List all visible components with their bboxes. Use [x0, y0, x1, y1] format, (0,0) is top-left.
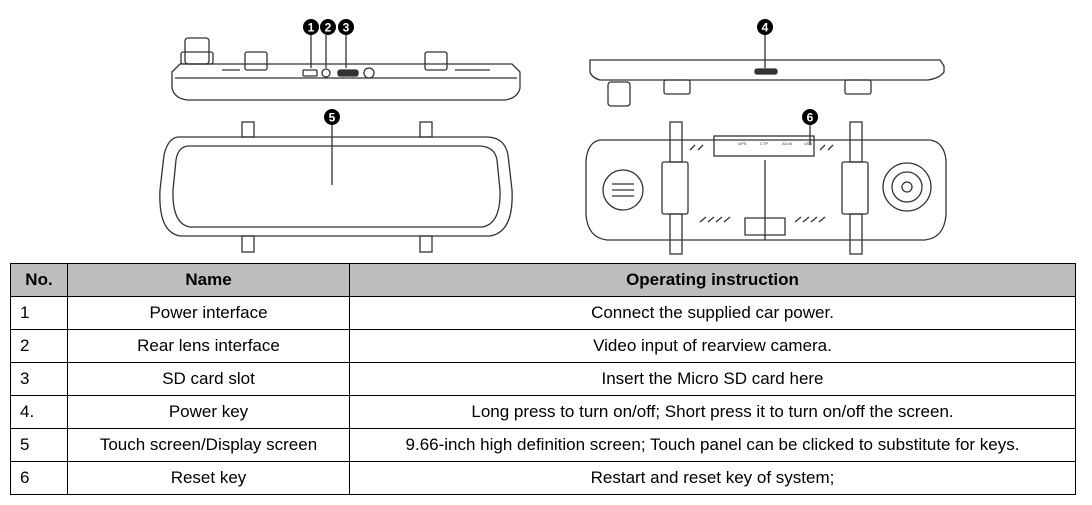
port-label-gps: GPS: [738, 141, 747, 146]
side-view-drawing: [589, 35, 945, 107]
cell-name: Rear lens interface: [67, 329, 350, 363]
callout-5-number: 5: [329, 111, 336, 125]
callout-6: 6: [802, 109, 818, 125]
cell-name: SD card slot: [67, 362, 350, 396]
cell-instruction: Video input of rearview camera.: [349, 329, 1076, 363]
callout-1: 1: [303, 19, 319, 35]
cell-instruction: Restart and reset key of system;: [349, 461, 1076, 495]
spec-table: No. Name Operating instruction 1 Power i…: [10, 263, 1076, 495]
callout-4: 4: [757, 19, 773, 35]
cell-name: Power key: [67, 395, 350, 429]
table-row: 4. Power key Long press to turn on/off; …: [10, 395, 1076, 429]
table-header-row: No. Name Operating instruction: [10, 263, 1076, 297]
callout-3: 3: [338, 19, 354, 35]
cell-name: Reset key: [67, 461, 350, 495]
cell-no: 5: [10, 428, 68, 462]
device-diagram: GPS CTP AV-IN USB 1 2 3 4 5 6: [159, 19, 947, 255]
callout-4-number: 4: [762, 21, 769, 35]
cell-no: 4.: [10, 395, 68, 429]
cell-name: Touch screen/Display screen: [67, 428, 350, 462]
column-header-name: Name: [67, 263, 350, 297]
callout-6-number: 6: [807, 111, 814, 125]
column-header-no: No.: [10, 263, 68, 297]
port-label-usb: USB: [804, 141, 813, 146]
cell-instruction: Insert the Micro SD card here: [349, 362, 1076, 396]
callout-2-number: 2: [325, 21, 332, 35]
cell-name: Power interface: [67, 296, 350, 330]
back-view-drawing: [585, 121, 947, 255]
top-view-drawing: [171, 37, 521, 101]
cell-no: 6: [10, 461, 68, 495]
callout-2: 2: [320, 19, 336, 35]
cell-no: 3: [10, 362, 68, 396]
table-row: 3 SD card slot Insert the Micro SD card …: [10, 362, 1076, 396]
cell-no: 2: [10, 329, 68, 363]
port-label-av-in: AV-IN: [782, 141, 792, 146]
callout-5: 5: [324, 109, 340, 125]
cell-instruction: 9.66-inch high definition screen; Touch …: [349, 428, 1076, 462]
table-row: 5 Touch screen/Display screen 9.66-inch …: [10, 428, 1076, 462]
top-view-leader-lines: [310, 35, 347, 68]
cell-instruction: Connect the supplied car power.: [349, 296, 1076, 330]
table-row: 2 Rear lens interface Video input of rea…: [10, 329, 1076, 363]
callout-3-number: 3: [343, 21, 350, 35]
port-label-ctp: CTP: [760, 141, 768, 146]
callout-1-number: 1: [308, 21, 315, 35]
column-header-instruction: Operating instruction: [349, 263, 1076, 297]
cell-no: 1: [10, 296, 68, 330]
front-view-drawing: [159, 121, 513, 253]
cell-instruction: Long press to turn on/off; Short press i…: [349, 395, 1076, 429]
table-row: 1 Power interface Connect the supplied c…: [10, 296, 1076, 330]
table-row: 6 Reset key Restart and reset key of sys…: [10, 461, 1076, 495]
